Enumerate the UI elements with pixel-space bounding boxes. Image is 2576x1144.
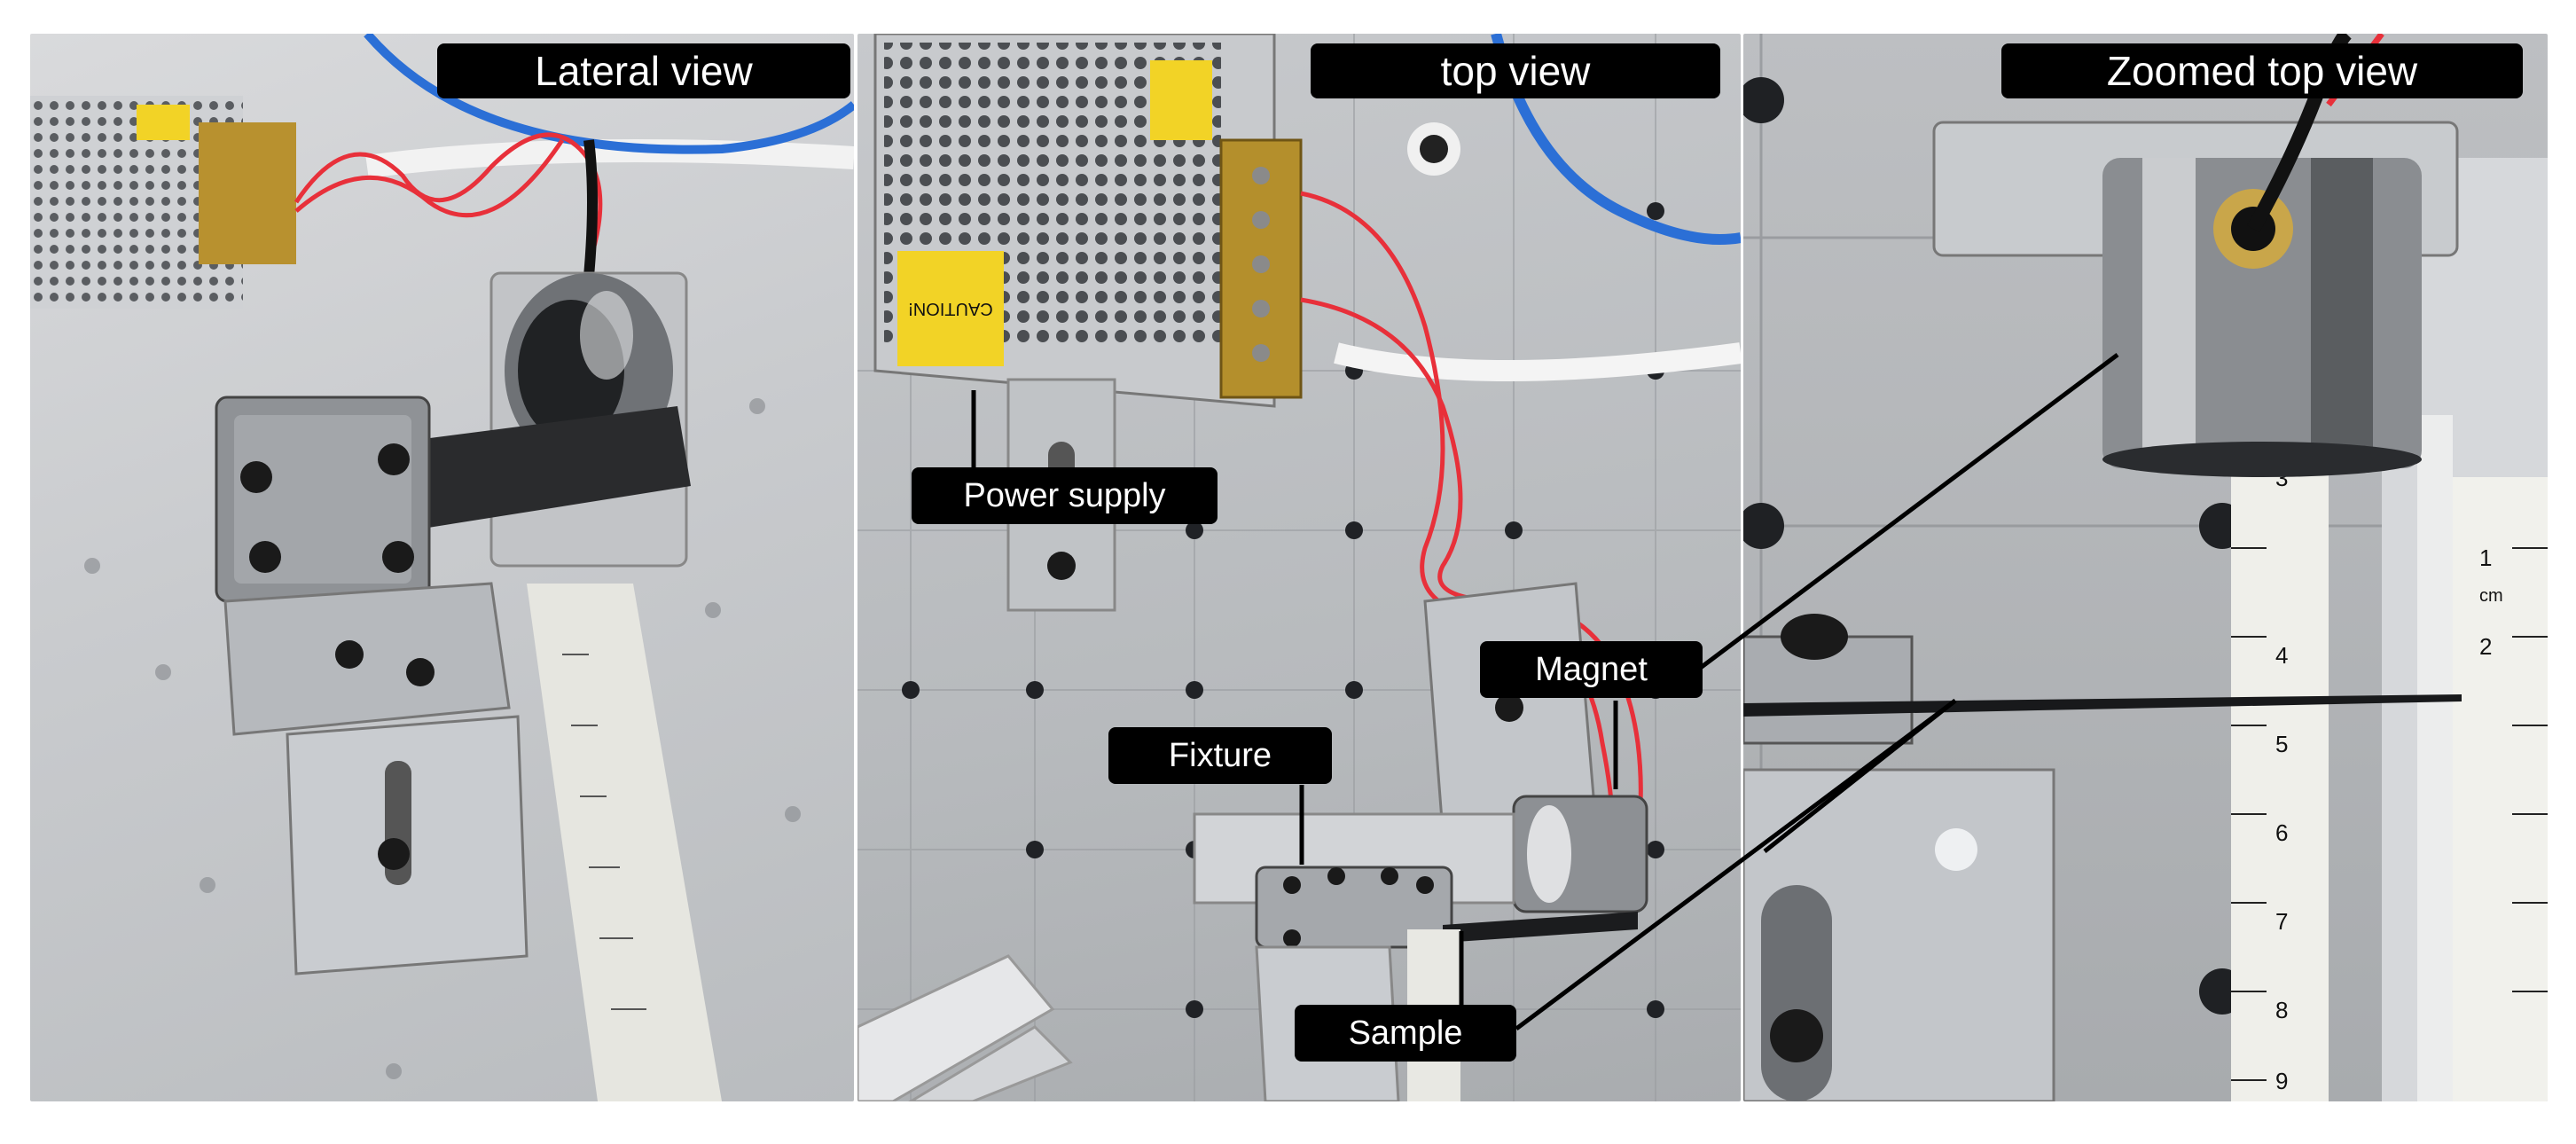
- ruler-mark-2: 2: [2479, 633, 2492, 660]
- ruler-mark-7: 7: [2275, 908, 2288, 935]
- zoomed-top-view-photo: 3 4 5 6 7 8 9 1 2 cm: [1743, 34, 2548, 1101]
- title-zoomed-top-view: Zoomed top view: [2001, 43, 2523, 98]
- lateral-view-illustration: [30, 34, 854, 1101]
- caution-sticker-text: CAUTION!: [908, 299, 993, 318]
- title-top-view: top view: [1311, 43, 1720, 98]
- callout-sample: Sample: [1295, 1005, 1516, 1062]
- callout-power-supply: Power supply: [912, 467, 1218, 524]
- zoomed-view-illustration: 3 4 5 6 7 8 9 1 2 cm: [1743, 34, 2548, 1101]
- ruler-mark-6: 6: [2275, 819, 2288, 846]
- callout-fixture: Fixture: [1108, 727, 1332, 784]
- ruler-mark-1: 1: [2479, 545, 2492, 571]
- lateral-view-photo: [30, 34, 854, 1101]
- title-lateral-view: Lateral view: [437, 43, 850, 98]
- ruler-mark-4: 4: [2275, 642, 2288, 669]
- ruler-mark-8: 8: [2275, 997, 2288, 1023]
- ruler-unit-cm: cm: [2479, 586, 2503, 606]
- top-view-illustration: CAUTION!: [857, 34, 1741, 1101]
- callout-magnet: Magnet: [1480, 641, 1703, 698]
- top-view-photo: CAUTION!: [857, 34, 1741, 1101]
- ruler-mark-5: 5: [2275, 731, 2288, 757]
- ruler-mark-9: 9: [2275, 1068, 2288, 1094]
